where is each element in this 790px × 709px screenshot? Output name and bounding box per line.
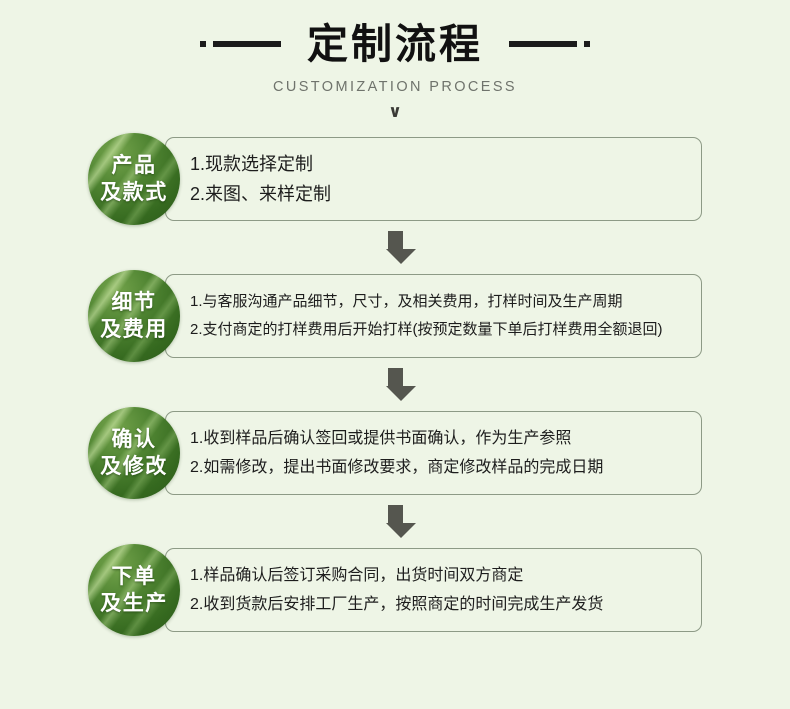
step-4-line-2: 2.收到货款后安排工厂生产，按照商定的时间完成生产发货: [190, 596, 604, 613]
arrow-stem: [387, 505, 403, 523]
process-step-4: 1.样品确认后签订采购合同，出货时间双方商定 2.收到货款后安排工厂生产，按照商…: [88, 544, 702, 636]
page-header: 定制流程 CUSTOMIZATION PROCESS ∨: [0, 0, 790, 121]
step-3-badge-line-2: 及修改: [100, 455, 168, 478]
process-flow: 1.现款选择定制 2.来图、来样定制 产品 及款式 1.与客服沟通产品细节，尺寸…: [0, 133, 790, 636]
step-1-badge-line-1: 产品: [111, 154, 157, 177]
connector-1: [0, 225, 790, 270]
arrow-head: [386, 523, 416, 538]
step-1-badge-line-2: 及款式: [100, 181, 168, 204]
process-step-2: 1.与客服沟通产品细节，尺寸，及相关费用，打样时间及生产周期 2.支付商定的打样…: [88, 270, 702, 362]
step-1-line-2: 2.来图、来样定制: [190, 184, 332, 204]
step-3-card: 1.收到样品后确认签回或提供书面确认，作为生产参照 2.如需修改，提出书面修改要…: [165, 411, 702, 495]
arrow-stem: [387, 231, 403, 249]
page-subtitle: CUSTOMIZATION PROCESS: [272, 79, 518, 95]
page-title: 定制流程: [307, 21, 483, 67]
step-3-badge-label: 确认 及修改: [88, 407, 180, 499]
step-1-line-1: 1.现款选择定制: [190, 154, 314, 174]
step-4-badge: 下单 及生产: [88, 544, 180, 636]
step-3-badge-line-1: 确认: [111, 428, 157, 451]
step-4-line-1: 1.样品确认后签订采购合同，出货时间双方商定: [190, 567, 524, 584]
process-step-3: 1.收到样品后确认签回或提供书面确认，作为生产参照 2.如需修改，提出书面修改要…: [88, 407, 702, 499]
arrow-head: [386, 386, 416, 401]
connector-2: [0, 362, 790, 407]
step-3-badge: 确认 及修改: [88, 407, 180, 499]
chevron-down-icon: ∨: [388, 102, 402, 121]
arrow-down-icon: [386, 231, 416, 264]
step-4-card: 1.样品确认后签订采购合同，出货时间双方商定 2.收到货款后安排工厂生产，按照商…: [165, 548, 702, 632]
step-4-badge-line-2: 及生产: [100, 592, 168, 615]
leaf-texture-icon: [88, 407, 180, 499]
arrow-down-icon: [386, 505, 416, 538]
rule-bar-left-icon: [213, 41, 281, 47]
rule-dot-right-icon: [584, 41, 590, 47]
step-4-badge-line-1: 下单: [111, 565, 157, 588]
step-2-line-1: 1.与客服沟通产品细节，尺寸，及相关费用，打样时间及生产周期: [190, 293, 623, 310]
leaf-texture-icon: [88, 270, 180, 362]
step-2-badge-line-1: 细节: [111, 291, 157, 314]
step-1-badge-label: 产品 及款式: [88, 133, 180, 225]
step-2-badge-line-2: 及费用: [100, 318, 168, 341]
title-rule-right: [509, 41, 590, 47]
step-3-line-1: 1.收到样品后确认签回或提供书面确认，作为生产参照: [190, 430, 572, 447]
step-2-badge-label: 细节 及费用: [88, 270, 180, 362]
arrow-head: [386, 249, 416, 264]
leaf-texture-icon: [88, 544, 180, 636]
step-3-line-2: 2.如需修改，提出书面修改要求，商定修改样品的完成日期: [190, 459, 604, 476]
step-1-badge: 产品 及款式: [88, 133, 180, 225]
rule-dot-left-icon: [200, 41, 206, 47]
process-step-1: 1.现款选择定制 2.来图、来样定制 产品 及款式: [88, 133, 702, 225]
arrow-down-icon: [386, 368, 416, 401]
step-2-badge: 细节 及费用: [88, 270, 180, 362]
step-2-line-2: 2.支付商定的打样费用后开始打样(按预定数量下单后打样费用全额退回): [190, 321, 663, 338]
leaf-texture-icon: [88, 133, 180, 225]
arrow-stem: [387, 368, 403, 386]
rule-bar-right-icon: [509, 41, 577, 47]
step-4-badge-label: 下单 及生产: [88, 544, 180, 636]
title-row: 定制流程: [0, 18, 790, 70]
connector-3: [0, 499, 790, 544]
step-2-card: 1.与客服沟通产品细节，尺寸，及相关费用，打样时间及生产周期 2.支付商定的打样…: [165, 274, 702, 358]
step-1-card: 1.现款选择定制 2.来图、来样定制: [165, 137, 702, 221]
title-rule-left: [200, 41, 281, 47]
